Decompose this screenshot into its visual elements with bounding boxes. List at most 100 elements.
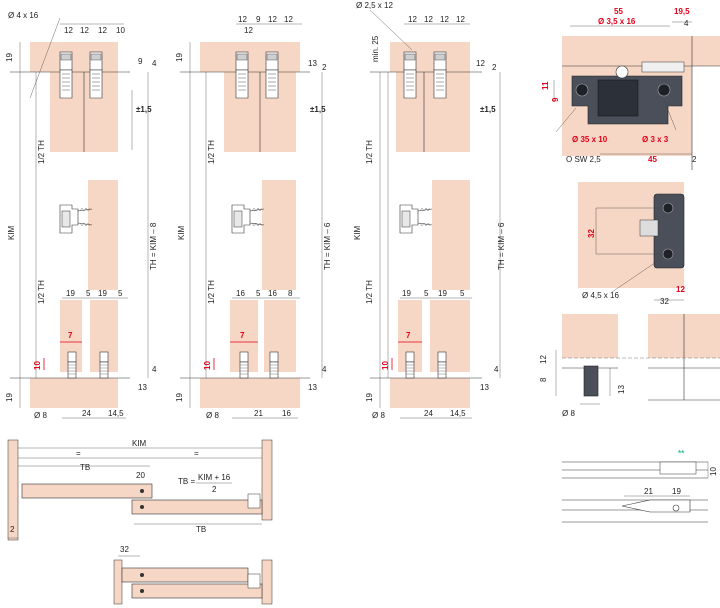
bottom-door-left: [60, 300, 82, 372]
kim-label: KIM: [132, 439, 147, 448]
left-dim-bottom: 19: [175, 393, 184, 402]
right-bot-4: 4: [494, 365, 499, 374]
hole-label: Ø 3 x 3: [642, 135, 669, 144]
top-board: [30, 42, 118, 72]
diameter-label: Ø 8: [372, 411, 385, 420]
track-detail-lower: [131, 583, 263, 599]
kim-label: KIM: [353, 225, 362, 240]
dim-32: 32: [120, 545, 129, 554]
equal-left: =: [76, 449, 81, 458]
tolerance-label: ±1,5: [480, 105, 496, 114]
th-formula: TH = KIM – 8: [149, 222, 158, 270]
bot-dim-16a: 16: [236, 289, 245, 298]
top-fitting-right: [265, 51, 279, 99]
left-dim-top: 19: [5, 53, 14, 62]
bottom-peg-left: [405, 351, 415, 379]
width-24: 24: [424, 409, 433, 418]
right-bot-13: 13: [480, 383, 489, 392]
stop-detail: 12 8 13 Ø 8: [539, 314, 720, 418]
right-dim-4: 4: [152, 59, 157, 68]
dim-19: 19: [672, 487, 681, 496]
track-lower: [131, 499, 263, 515]
left-dim-bottom: 19: [365, 393, 374, 402]
bot-dim-8: 8: [288, 289, 293, 298]
kim-label: KIM: [7, 225, 16, 240]
right-bot-13: 13: [138, 383, 147, 392]
width-24: 24: [82, 409, 91, 418]
half-th-top: 1/2 TH: [207, 140, 216, 164]
bottom-board: [30, 378, 118, 408]
tb-label: TB: [80, 463, 90, 472]
tolerance-label: ±1,5: [310, 105, 326, 114]
hinge-detail: 55 19,5 4 Ø 3,5 x 16 11 9 Ø 35 x 10 Ø 3 …: [541, 7, 720, 170]
width-32: 32: [660, 297, 669, 306]
panel-1: Ø 4 x 16 12 12 12 10 9 4 ±1,5 19 1/2 TH …: [5, 11, 158, 420]
right-dim-9: 9: [138, 57, 143, 66]
dim-4: 4: [684, 19, 689, 28]
top-dim-2: 9: [256, 15, 261, 24]
red-dim-10: 10: [33, 361, 42, 370]
bottom-peg-right: [269, 351, 279, 379]
right-bot-13: 13: [308, 383, 317, 392]
screw-label: Ø 3,5 x 16: [598, 17, 636, 26]
half-th-bottom: 1/2 TH: [365, 280, 374, 304]
kim-label: KIM: [177, 225, 186, 240]
half-th-bottom: 1/2 TH: [37, 280, 46, 304]
cup-label: Ø 35 x 10: [572, 135, 608, 144]
top-fitting-left: [59, 51, 73, 99]
screw-label: Ø 2,5 x 12: [356, 1, 393, 10]
dim-10: 10: [709, 467, 718, 476]
diameter-label: Ø 8: [206, 411, 219, 420]
plate-hole-bottom-icon: [662, 248, 674, 260]
tb-label-lower: TB: [196, 525, 206, 534]
bottom-peg-left: [239, 351, 249, 379]
bot-dim-5b: 5: [118, 289, 123, 298]
mid-door-section: [88, 180, 118, 290]
dim-20: 20: [136, 471, 145, 480]
right-bot-4: 4: [322, 365, 327, 374]
red-dim-10: 10: [203, 361, 212, 370]
dim-55: 55: [614, 7, 623, 16]
dim-32: 32: [587, 229, 596, 238]
middle-holder: [59, 204, 93, 234]
stars-marker: **: [678, 449, 685, 458]
top-dim-2: 12: [80, 26, 89, 35]
plate-hole-top-icon: [662, 202, 674, 214]
track-upper: [21, 483, 153, 499]
bottom-peg-right: [437, 351, 447, 379]
red-dim-7: 7: [68, 331, 73, 340]
th-formula: TH = KIM – 6: [323, 222, 332, 270]
top-fitting-left: [235, 51, 249, 99]
dim-8: 8: [539, 377, 548, 382]
stop-peg: [583, 365, 599, 397]
dim-9: 9: [551, 97, 560, 102]
screw-hole-right-icon: [657, 83, 671, 97]
formula-lhs: TB =: [178, 477, 195, 486]
diameter-label: Ø 8: [562, 409, 575, 418]
top-dim-4: 10: [116, 26, 125, 35]
dim-21: 21: [644, 487, 653, 496]
middle-holder: [399, 204, 433, 234]
left-dim-bottom: 19: [5, 393, 14, 402]
top-fitting-right: [89, 51, 103, 99]
mounting-plate-detail: 32 12 Ø 4,5 x 16 32: [578, 182, 685, 306]
bot-dim-5b: 5: [460, 289, 465, 298]
dim-13: 13: [617, 385, 626, 394]
top-dim-4: 12: [284, 15, 293, 24]
screw-hole-left-icon: [575, 83, 589, 97]
top-dim-3: 12: [268, 15, 277, 24]
dim-45: 45: [648, 155, 657, 164]
dim-19-5: 19,5: [674, 7, 690, 16]
red-dim-10: 10: [381, 361, 390, 370]
formula-denominator: 2: [212, 485, 217, 494]
right-dim-13: 13: [308, 59, 317, 68]
bot-dim-16b: 16: [268, 289, 277, 298]
rail-detail: ** 21 19 10: [562, 449, 718, 523]
width-16: 16: [282, 409, 291, 418]
top-dim-2: 12: [424, 15, 433, 24]
top-fitting-right: [433, 51, 447, 99]
panel-3: Ø 2,5 x 12 min. 25 12 12 12 12 12 2 ±1,5…: [353, 1, 506, 420]
top-dim-1: 12: [64, 26, 73, 35]
bot-dim-19a: 19: [402, 289, 411, 298]
